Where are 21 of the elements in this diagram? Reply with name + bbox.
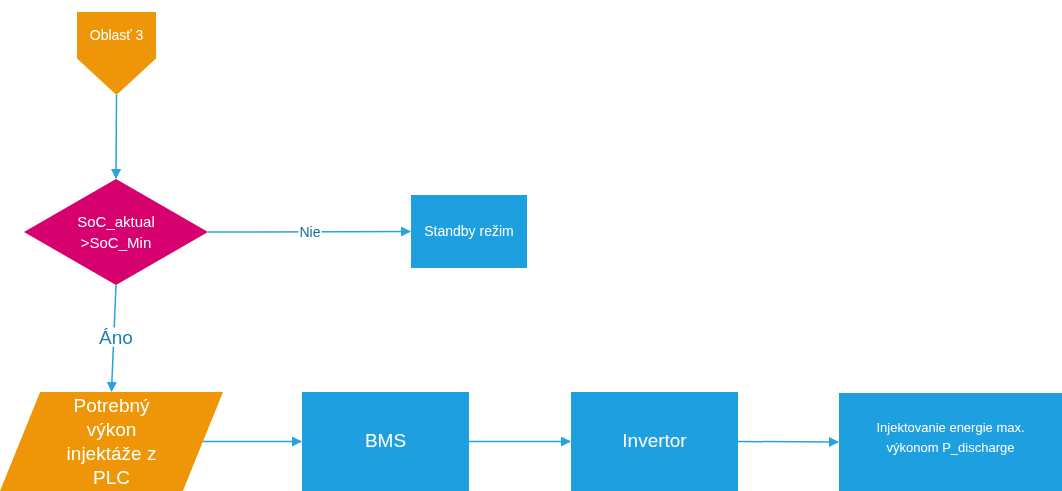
arrow	[207, 226, 411, 237]
arrow	[202, 436, 302, 447]
node-label: Oblasť 3	[89, 26, 144, 45]
edge-label: Nie	[298, 225, 322, 239]
node-label: Standby režim	[424, 222, 514, 241]
arrow	[111, 94, 122, 179]
node-label: Injektovanie energie max. výkonom P_discharge	[875, 419, 1026, 457]
decision-diamond	[24, 179, 208, 285]
node-label: Invertor	[622, 429, 687, 454]
data-parallelogram	[0, 392, 223, 491]
node-label: SoC_aktual >SoC_Min	[76, 212, 156, 253]
process-box	[302, 392, 469, 491]
arrow	[737, 436, 839, 447]
process-box	[839, 393, 1062, 491]
edge-label: Áno	[98, 327, 134, 347]
arrow	[468, 436, 571, 447]
off-page-connector	[77, 12, 156, 95]
node-label: BMS	[364, 429, 407, 454]
process-box	[411, 195, 527, 268]
node-label: Potrebný výkon injektáže z PLC	[65, 393, 158, 490]
process-box	[571, 392, 738, 491]
